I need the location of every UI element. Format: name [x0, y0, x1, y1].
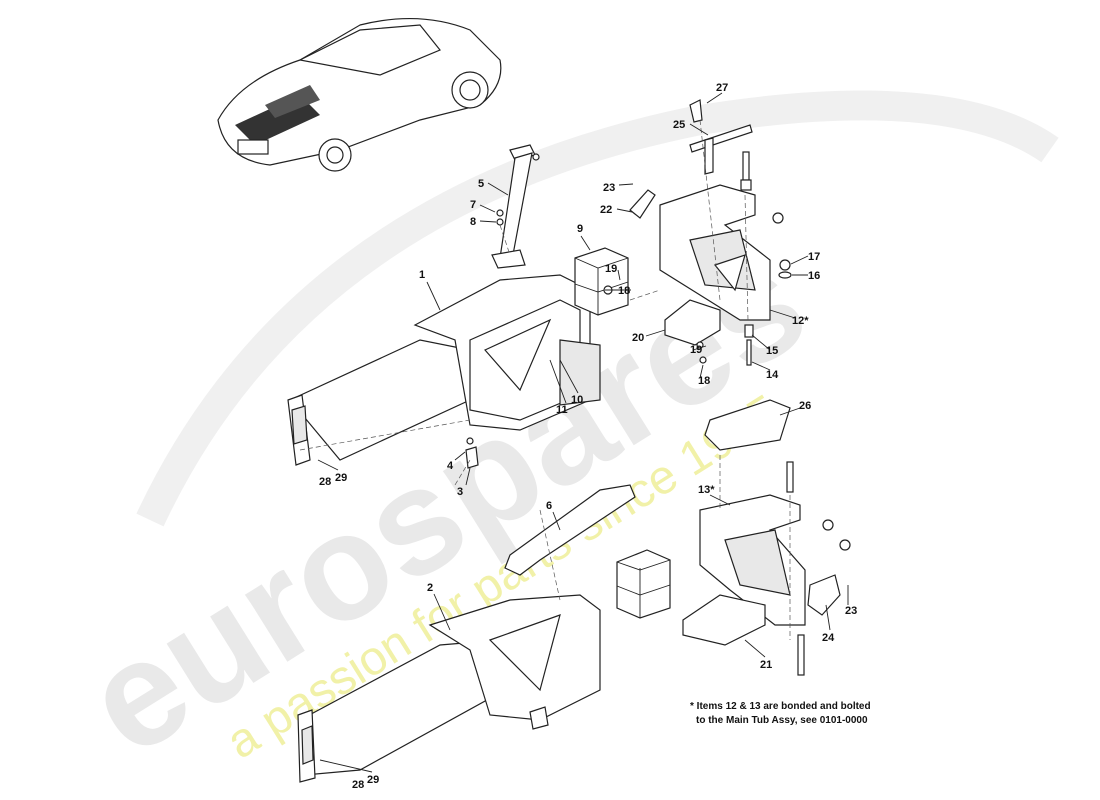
bracket-12 [659, 184, 771, 321]
block-21 [682, 594, 766, 646]
callout-19b: 19 [690, 344, 702, 356]
callout-14: 14 [766, 369, 779, 381]
callout-27: 27 [716, 82, 728, 94]
strut-5 [491, 144, 536, 269]
footnote-line-1: * Items 12 & 13 are bonded and bolted [690, 701, 871, 712]
callout-1: 1 [419, 269, 425, 281]
callout-19: 19 [605, 263, 617, 275]
block-20 [664, 299, 721, 346]
callout-7: 7 [470, 199, 476, 211]
mount-block-lower [616, 549, 671, 619]
callout-9: 9 [577, 223, 583, 235]
callout-12: 12* [792, 315, 809, 327]
footnote-line-2: to the Main Tub Assy, see 0101-0000 [696, 715, 868, 726]
callout-4: 4 [447, 460, 454, 472]
callout-8: 8 [470, 216, 476, 228]
callout-15: 15 [766, 345, 778, 357]
callout-23: 23 [603, 182, 615, 194]
callout-16: 16 [808, 270, 820, 282]
callout-25: 25 [673, 119, 685, 131]
fasteners-upper [465, 151, 792, 469]
callout-26: 26 [799, 400, 811, 412]
callout-29b: 29 [367, 774, 379, 786]
callout-22: 22 [600, 204, 612, 216]
callout-24: 24 [822, 632, 835, 644]
callout-18b: 18 [698, 375, 710, 387]
mount-block-9 [574, 247, 629, 316]
car-overview-illustration [217, 17, 502, 172]
front-crossmember-upper [287, 274, 601, 466]
callout-23b: 23 [845, 605, 857, 617]
callout-20: 20 [632, 332, 644, 344]
footnote: * Items 12 & 13 are bonded and bolted to… [690, 700, 871, 728]
callout-13: 13* [698, 484, 715, 496]
callout-6: 6 [546, 500, 552, 512]
bracket-13 [699, 461, 851, 676]
leader-lines [317, 92, 849, 773]
bracket-25 [689, 99, 753, 175]
assembly-lines [299, 119, 791, 640]
strut-6 [504, 484, 636, 576]
plate-24 [807, 574, 841, 616]
callout-labels: 27 25 23 22 5 7 8 9 19 18 17 16 12* 1 20… [319, 82, 857, 791]
callout-21: 21 [760, 659, 772, 671]
callout-28b: 28 [352, 779, 364, 791]
callout-11: 11 [556, 404, 568, 416]
callout-5: 5 [478, 178, 484, 190]
bracket-26 [704, 399, 791, 451]
callout-2: 2 [427, 582, 433, 594]
callout-29: 29 [335, 472, 347, 484]
callout-28: 28 [319, 476, 331, 488]
front-crossmember-lower [297, 594, 601, 783]
callout-3: 3 [457, 486, 463, 498]
plate-22 [629, 189, 656, 219]
callout-10: 10 [571, 394, 583, 406]
callout-18: 18 [618, 285, 630, 297]
callout-17: 17 [808, 251, 820, 263]
